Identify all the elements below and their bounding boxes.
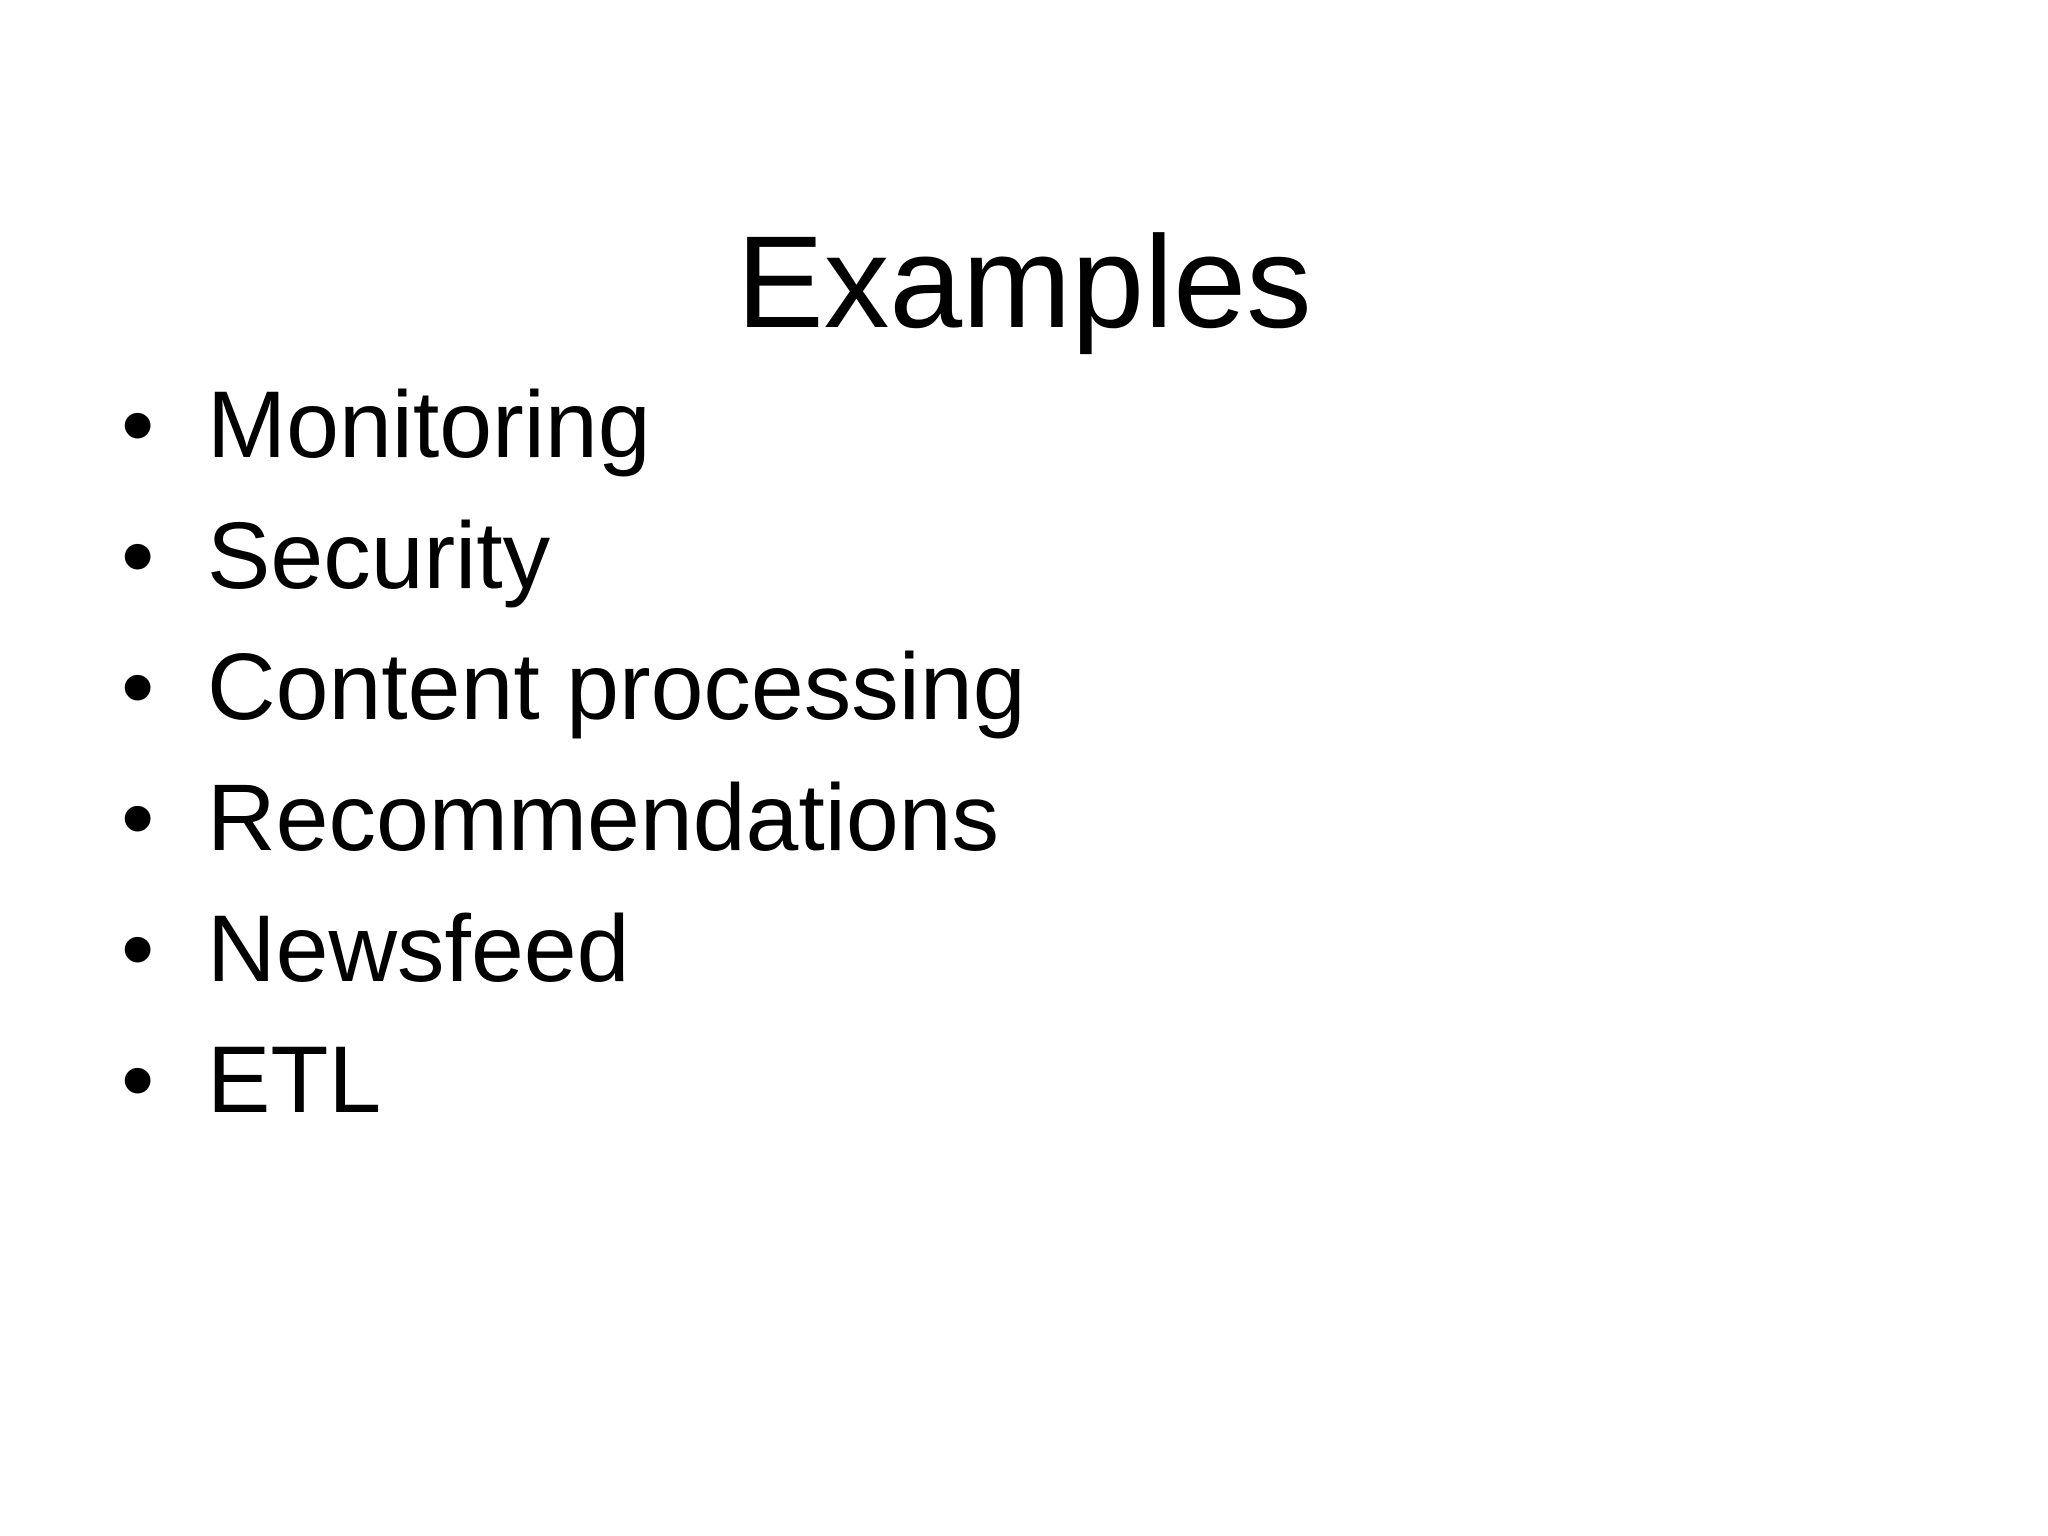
bullet-icon: • — [121, 1027, 155, 1133]
bullet-item-label: Newsfeed — [207, 896, 630, 1002]
bullet-icon: • — [121, 765, 155, 871]
bullet-item: • Newsfeed — [121, 884, 1026, 1015]
bullet-item: • Monitoring — [121, 360, 1026, 491]
slide-title: Examples — [736, 207, 1312, 355]
bullet-item-label: Security — [207, 503, 551, 609]
bullet-item: • Recommendations — [121, 753, 1026, 884]
bullet-item-label: Recommendations — [207, 765, 1000, 871]
bullet-item: • ETL — [121, 1015, 1026, 1146]
bullet-item-label: ETL — [207, 1027, 382, 1133]
bullet-icon: • — [121, 896, 155, 1002]
bullet-item: • Content processing — [121, 622, 1026, 753]
bullet-item-label: Monitoring — [207, 372, 651, 478]
bullet-icon: • — [121, 503, 155, 609]
bullet-icon: • — [121, 634, 155, 740]
bullet-item-label: Content processing — [207, 634, 1026, 740]
bullet-list: • Monitoring • Security • Content proces… — [121, 360, 1026, 1146]
bullet-icon: • — [121, 372, 155, 478]
bullet-item: • Security — [121, 491, 1026, 622]
